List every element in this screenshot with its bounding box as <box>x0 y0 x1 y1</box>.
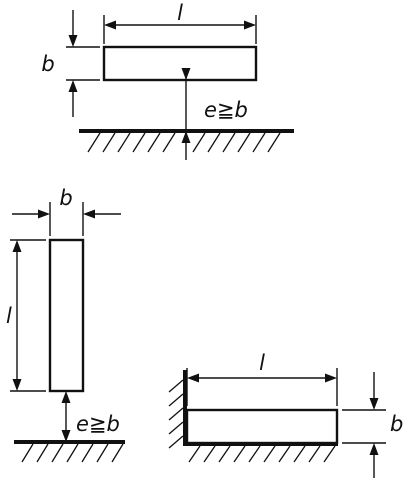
width-label: b <box>59 186 72 210</box>
clearance-arrow-top <box>61 391 71 403</box>
figure-bar-at-wall: l b <box>168 351 403 478</box>
length-arrow-right <box>325 373 337 383</box>
width-arrow-left <box>38 209 50 219</box>
clearance-label: e≧b <box>76 412 120 436</box>
figure-horizontal-bar: l b e≧b <box>41 1 294 160</box>
floor-hatching <box>87 132 281 153</box>
length-arrow-left <box>104 20 116 30</box>
figure-upright-bar: b l e≧b <box>6 186 125 463</box>
length-arrow-left <box>187 373 199 383</box>
floor-hatching <box>188 445 336 463</box>
clearance-arrow-bottom <box>181 131 191 143</box>
clearance-label: e≧b <box>204 98 248 122</box>
bar-horizontal <box>102 45 258 82</box>
bar-upright <box>48 238 85 393</box>
length-arrow-bottom <box>12 379 22 391</box>
width-label: b <box>41 52 54 76</box>
length-arrow-right <box>244 20 256 30</box>
width-arrow-bottom <box>68 80 78 92</box>
length-label: l <box>6 304 12 328</box>
clearance-arrow-bottom <box>61 430 71 442</box>
length-label: l <box>259 351 265 375</box>
width-label: b <box>390 412 403 436</box>
length-arrow-top <box>12 240 22 252</box>
floor-hatching <box>21 443 124 463</box>
wall-hatching <box>168 379 184 449</box>
width-arrow-top <box>369 398 379 410</box>
width-arrow-bottom <box>369 443 379 455</box>
width-arrow-right <box>83 209 95 219</box>
length-label: l <box>177 1 183 25</box>
clearance-arrow-top <box>181 68 191 80</box>
bar-at-wall <box>185 408 339 445</box>
width-arrow-top <box>68 35 78 47</box>
